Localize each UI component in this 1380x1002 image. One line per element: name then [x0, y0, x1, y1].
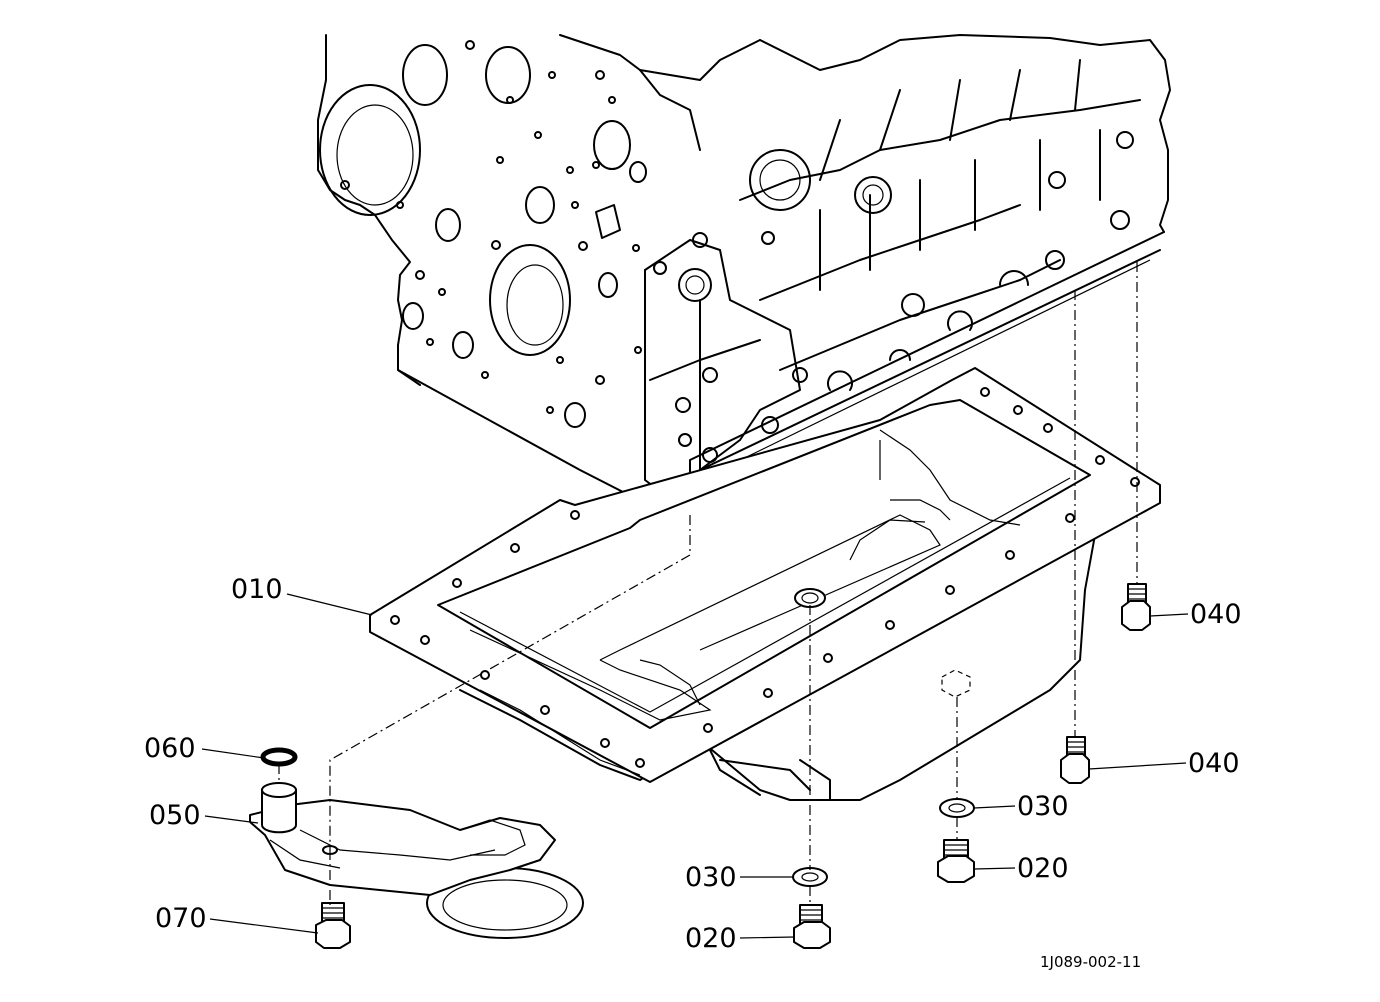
- callout-040-upper: 040: [1190, 599, 1242, 630]
- callout-030-upper: 030: [1017, 791, 1069, 822]
- assembly-centerlines: [278, 262, 1138, 905]
- callout-020-upper: 020: [1017, 853, 1069, 884]
- washer-lower: [792, 867, 828, 887]
- callout-060: 060: [144, 733, 196, 764]
- callout-050: 050: [149, 800, 201, 831]
- drawing-reference: 1J089-002-11: [1040, 953, 1141, 971]
- o-ring: [260, 747, 298, 767]
- oil-pan: [369, 367, 1161, 801]
- drain-plug-upper: [937, 839, 975, 883]
- callout-010: 010: [231, 574, 283, 605]
- bolt-070: [315, 902, 351, 949]
- callout-030-lower: 030: [685, 862, 737, 893]
- drain-plug-lower: [793, 904, 831, 949]
- callout-020-lower: 020: [685, 923, 737, 954]
- callout-070: 070: [155, 903, 207, 934]
- washer-upper: [939, 798, 975, 818]
- leader-lines: [201, 593, 1189, 939]
- bolt-040-lower: [1060, 736, 1090, 784]
- callout-040-lower: 040: [1188, 748, 1240, 779]
- bolt-040-upper: [1121, 583, 1151, 631]
- oil-strainer: [249, 782, 584, 939]
